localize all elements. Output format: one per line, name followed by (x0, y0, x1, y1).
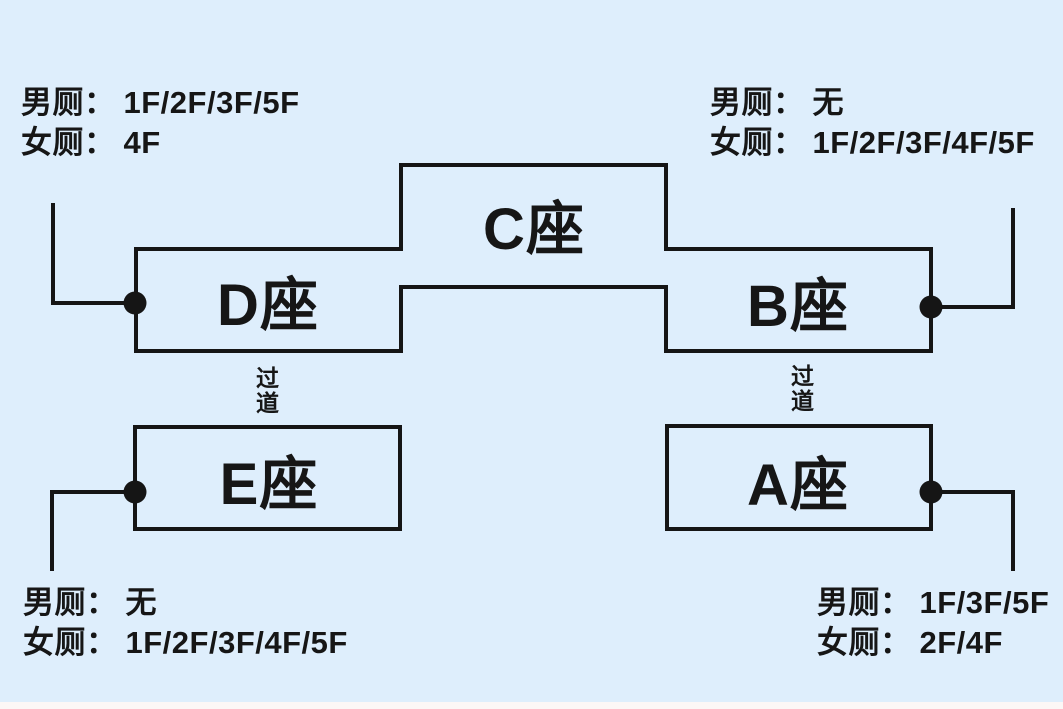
male-toilet-floors: 1F/3F/5F (919, 585, 1050, 620)
male-toilet-label: 男厕： (23, 585, 118, 620)
entrance-dot-e (123, 480, 147, 504)
connector-bottom-left (50, 490, 135, 571)
bottom-margin-strip (0, 702, 1063, 709)
female-toilet-line: 女厕：1F/2F/3F/4F/5F (23, 623, 348, 663)
male-toilet-label: 男厕： (710, 85, 805, 120)
male-toilet-floors: 无 (125, 585, 157, 620)
male-toilet-line: 男厕：1F/3F/5F (817, 583, 1049, 623)
female-toilet-floors: 2F/4F (919, 625, 1003, 660)
male-toilet-floors: 1F/2F/3F/5F (123, 85, 300, 120)
male-toilet-line: 男厕：无 (23, 583, 348, 623)
building-label-b: B座 (747, 274, 849, 339)
female-toilet-label: 女厕： (817, 625, 912, 660)
building-e-box (133, 425, 402, 531)
male-toilet-floors: 无 (812, 85, 844, 120)
building-label-a: A座 (747, 453, 849, 518)
building-a-box (665, 424, 933, 531)
entrance-dot-d (123, 291, 147, 315)
female-toilet-floors: 1F/2F/3F/4F/5F (125, 625, 348, 660)
entrance-dot-a (919, 480, 943, 504)
toilet-info-top-right: 男厕：无 女厕：1F/2F/3F/4F/5F (710, 83, 1035, 163)
entrance-dot-b (919, 295, 943, 319)
male-toilet-label: 男厕： (817, 585, 912, 620)
female-toilet-line: 女厕：2F/4F (817, 623, 1049, 663)
building-label-d: D座 (217, 273, 319, 338)
female-toilet-floors: 4F (123, 125, 161, 160)
male-toilet-line: 男厕：无 (710, 83, 1035, 123)
aisle-label-left: 过道 (252, 366, 279, 416)
building-label-c: C座 (483, 197, 585, 262)
connector-top-left (51, 203, 135, 305)
building-cdb-outline (134, 163, 933, 353)
female-toilet-label: 女厕： (710, 125, 805, 160)
female-toilet-label: 女厕： (23, 625, 118, 660)
toilet-info-bottom-left: 男厕：无 女厕：1F/2F/3F/4F/5F (23, 583, 348, 663)
female-toilet-label: 女厕： (21, 125, 116, 160)
building-label-e: E座 (219, 452, 319, 517)
male-toilet-label: 男厕： (21, 85, 116, 120)
connector-top-right (931, 208, 1015, 309)
female-toilet-line: 女厕：1F/2F/3F/4F/5F (710, 123, 1035, 163)
toilet-info-top-left: 男厕：1F/2F/3F/5F 女厕：4F (21, 83, 300, 163)
toilet-info-bottom-right: 男厕：1F/3F/5F 女厕：2F/4F (817, 583, 1049, 663)
aisle-label-right: 过道 (787, 364, 814, 414)
male-toilet-line: 男厕：1F/2F/3F/5F (21, 83, 300, 123)
female-toilet-floors: 1F/2F/3F/4F/5F (812, 125, 1035, 160)
female-toilet-line: 女厕：4F (21, 123, 300, 163)
connector-bottom-right (931, 490, 1015, 571)
